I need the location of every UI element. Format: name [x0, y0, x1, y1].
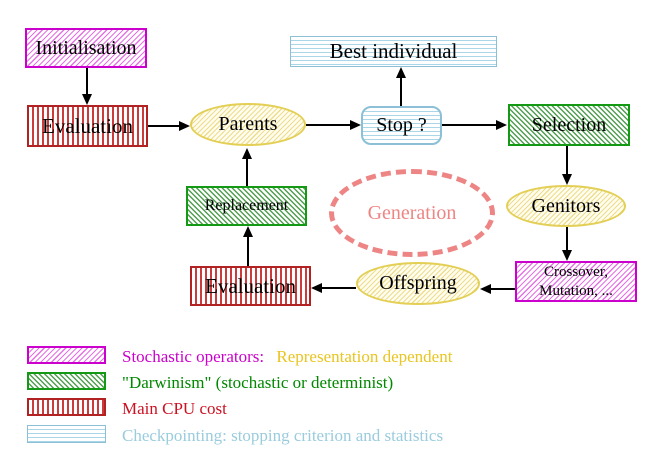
legend-text-representation: Representation dependent	[276, 347, 453, 366]
node-replacement: Replacement	[186, 186, 307, 226]
legend-label-darwinism: "Darwinism" (stochastic or determinist)	[122, 373, 394, 392]
crossover-label-line1: Crossover,	[544, 263, 608, 280]
node-crossover-mutation: Crossover, Mutation, ...	[515, 261, 637, 302]
node-evaluation-bottom: Evaluation	[190, 266, 311, 306]
node-initialisation: Initialisation	[25, 28, 147, 68]
node-selection: Selection	[508, 104, 630, 146]
legend-swatch-cpu-cost	[27, 398, 106, 416]
node-parents: Parents	[190, 103, 306, 146]
legend-swatch-checkpointing	[27, 425, 106, 443]
node-evaluation-top: Evaluation	[27, 105, 148, 147]
legend-swatch-darwinism	[27, 372, 106, 390]
legend-text-stochastic: Stochastic operators:	[122, 347, 265, 366]
legend-swatch-stochastic-operators	[27, 346, 106, 364]
node-stop: Stop ?	[361, 106, 442, 145]
crossover-label-line2: Mutation, ...	[539, 282, 613, 299]
node-offspring: Offspring	[356, 262, 480, 305]
node-genitors: Genitors	[506, 185, 626, 227]
legend-label-stochastic-operators: Stochastic operators: Representation dep…	[122, 347, 452, 367]
legend-label-cpu-cost: Main CPU cost	[122, 399, 227, 418]
node-best-individual: Best individual	[290, 36, 497, 67]
node-generation-cycle: Generation	[329, 169, 495, 257]
legend-label-checkpointing: Checkpointing: stopping criterion and st…	[122, 426, 444, 445]
